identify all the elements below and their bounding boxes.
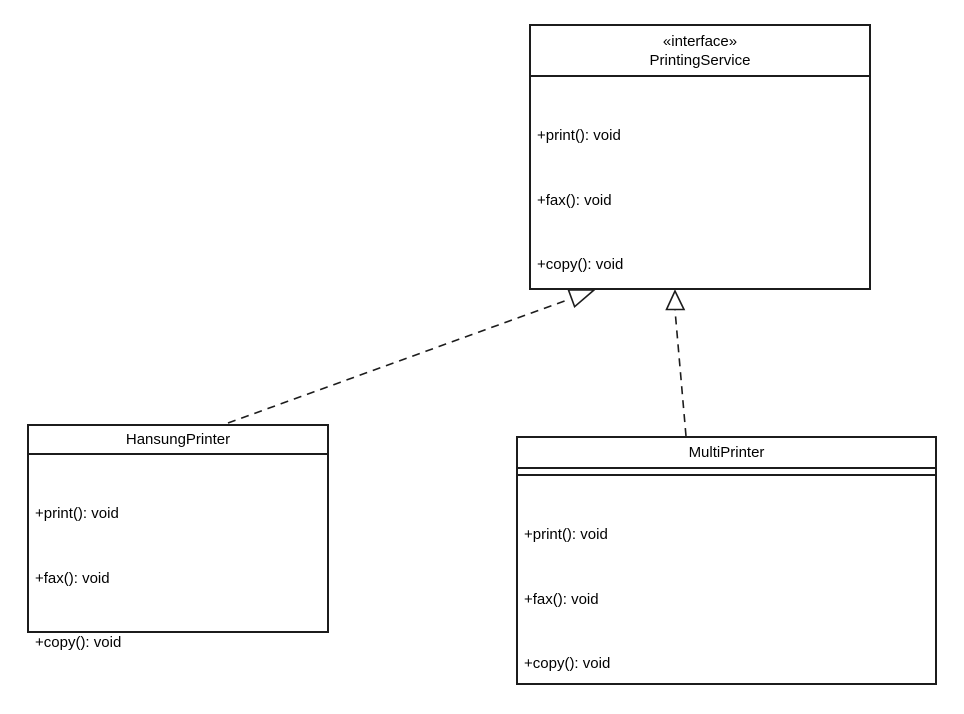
class-name-hansungprinter: HansungPrinter bbox=[125, 431, 231, 448]
stereotype-label: «interface» bbox=[662, 33, 738, 50]
method-item: +copy(): void bbox=[537, 256, 624, 273]
class-box-printingservice[interactable]: «interface» PrintingService +print(): vo… bbox=[529, 24, 871, 290]
method-item: +fax(): void bbox=[35, 569, 110, 587]
class-box-multiprinter[interactable]: MultiPrinter +print(): void +fax(): void… bbox=[516, 436, 937, 685]
method-item: +fax(): void bbox=[524, 590, 599, 608]
method-item: +copy(): void bbox=[524, 655, 611, 672]
attributes-compartment-empty bbox=[518, 469, 935, 476]
method-item: +copy(): void bbox=[35, 634, 122, 651]
methods-compartment: +print(): void +fax(): void +copy(): voi… bbox=[29, 455, 327, 702]
class-header-hansungprinter: HansungPrinter bbox=[29, 426, 327, 455]
method-item: +print(): void bbox=[537, 127, 621, 144]
method-item: +fax(): void bbox=[537, 191, 612, 209]
methods-compartment: +print(): void +fax(): void +copy(): voi… bbox=[531, 77, 869, 324]
class-box-hansungprinter[interactable]: HansungPrinter +print(): void +fax(): vo… bbox=[27, 424, 329, 651]
class-name-multiprinter: MultiPrinter bbox=[688, 444, 765, 461]
method-item: +print(): void bbox=[524, 526, 608, 543]
class-header-printingservice: «interface» PrintingService bbox=[531, 26, 869, 77]
realization-line-multiprinter bbox=[674, 309, 687, 437]
realization-line-hansungprinter bbox=[227, 298, 571, 424]
method-item: +print(): void bbox=[35, 505, 119, 522]
class-header-multiprinter: MultiPrinter bbox=[518, 438, 935, 469]
class-name-printingservice: PrintingService bbox=[649, 52, 751, 69]
methods-compartment: +print(): void +fax(): void +copy(): voi… bbox=[518, 476, 935, 714]
